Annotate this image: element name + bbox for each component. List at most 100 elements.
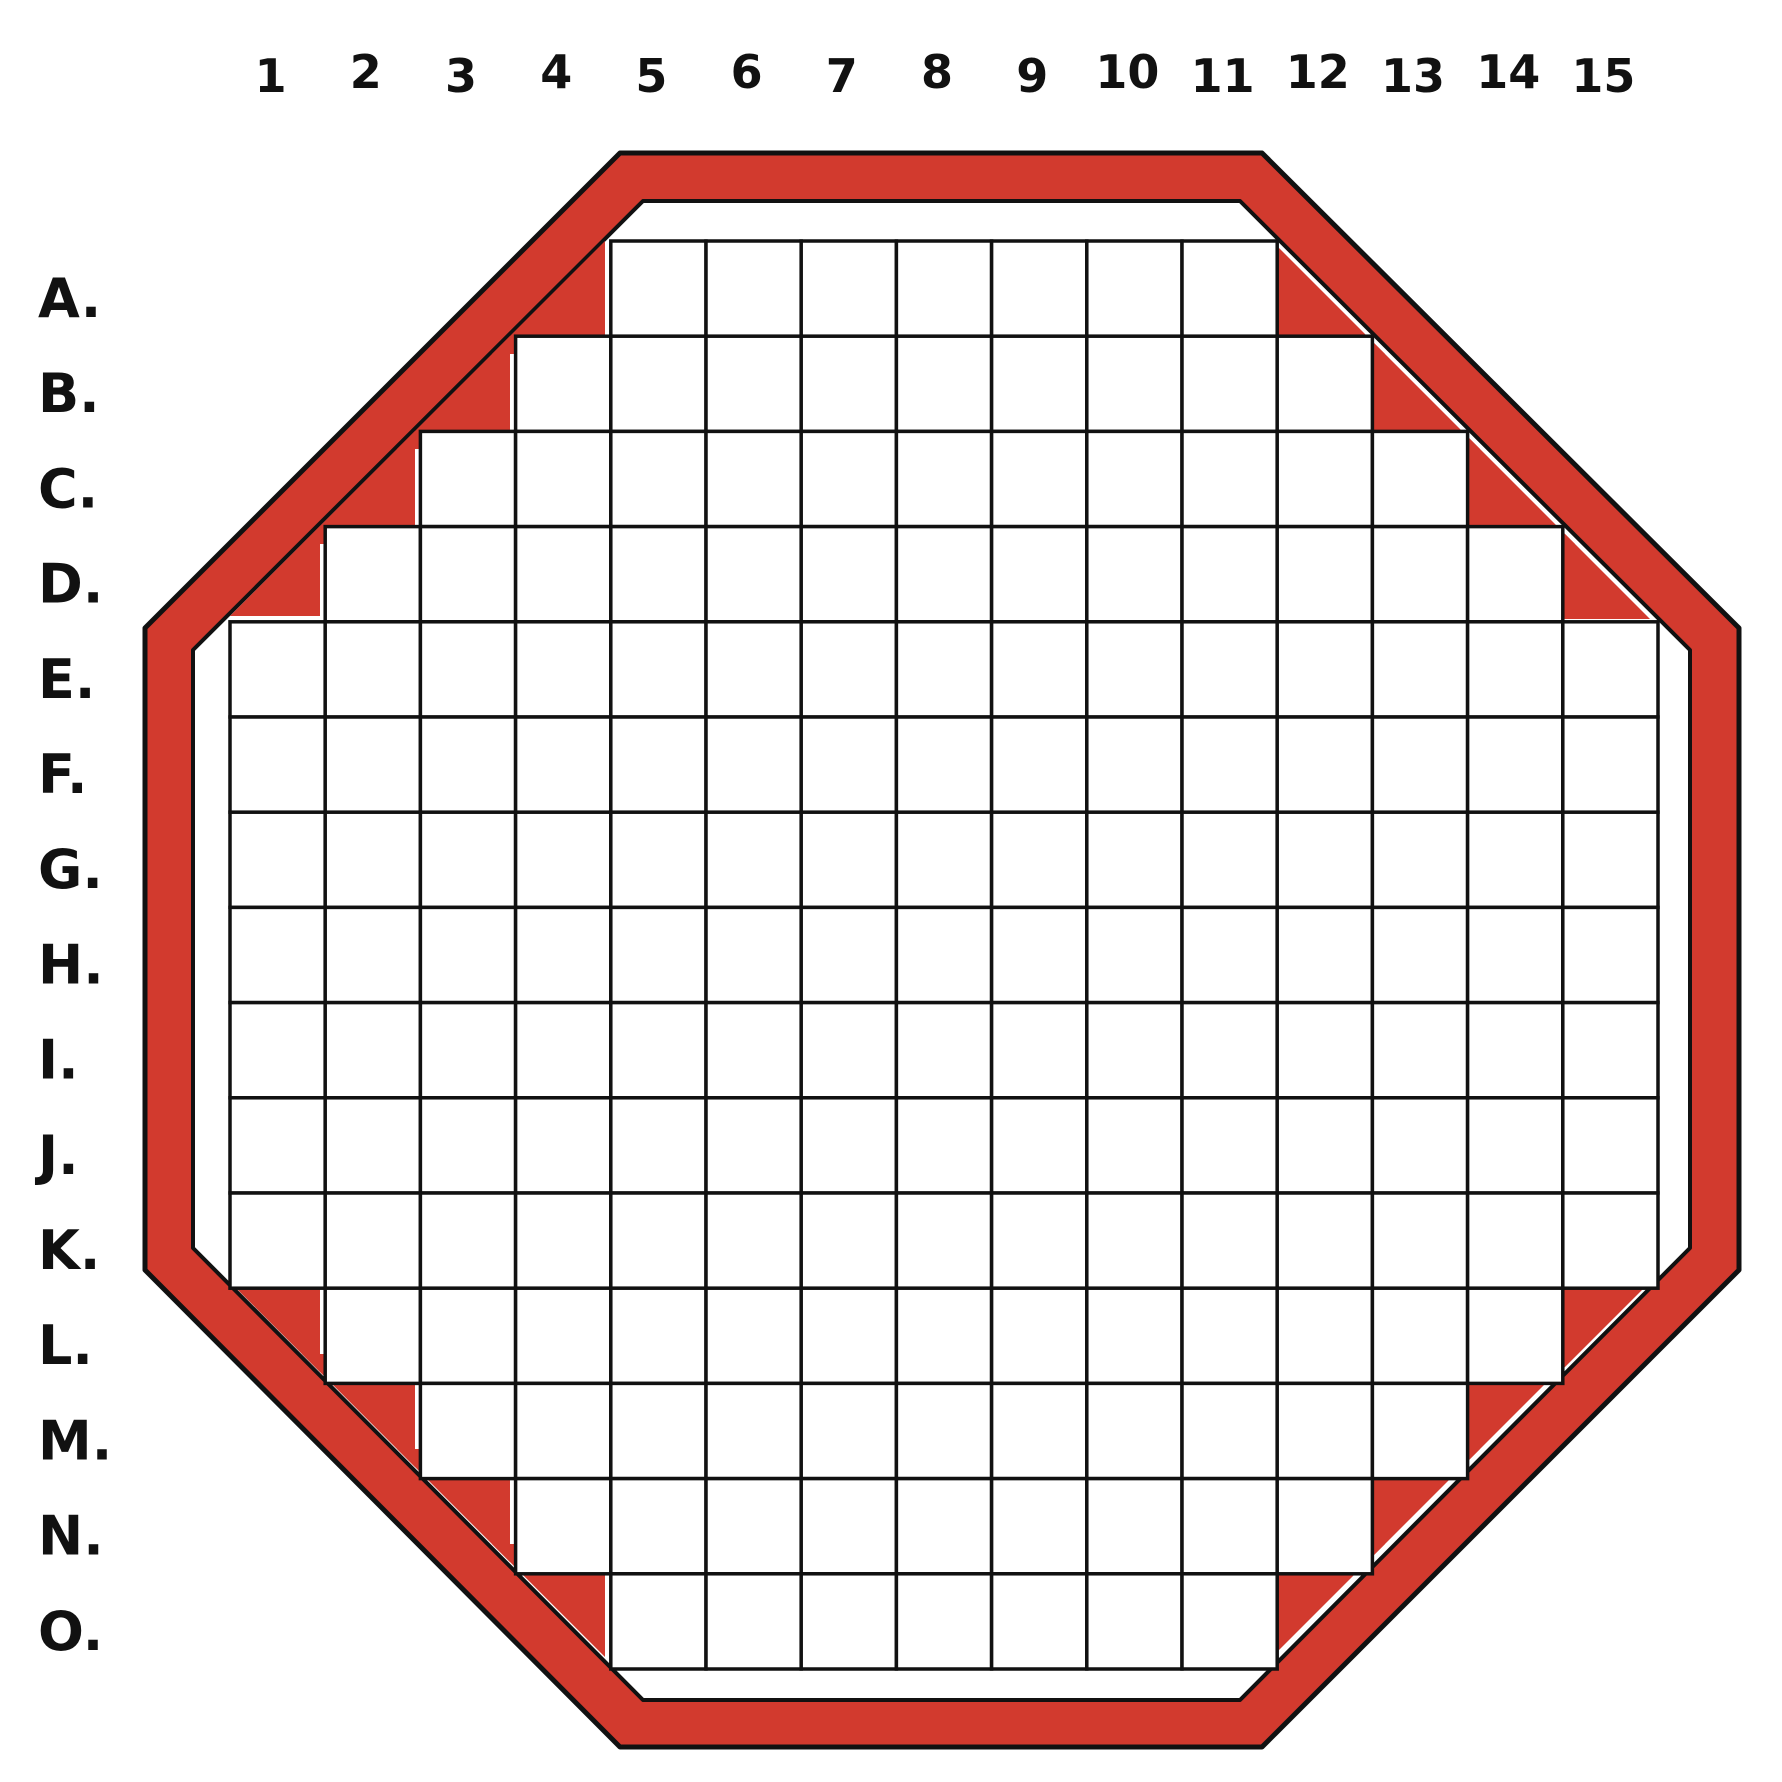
cell-k-9[interactable]: [989, 1191, 1089, 1290]
cell-g-2[interactable]: [323, 810, 423, 910]
cell-e-4[interactable]: [513, 620, 613, 719]
cell-l-5[interactable]: [609, 1286, 708, 1386]
cell-n-6[interactable]: [704, 1476, 803, 1576]
cell-i-12[interactable]: [1275, 1000, 1375, 1100]
cell-c-10[interactable]: [1085, 429, 1184, 529]
cell-f-2[interactable]: [323, 715, 423, 814]
cell-g-1[interactable]: [228, 810, 327, 910]
cell-i-14[interactable]: [1465, 1000, 1565, 1100]
cell-n-10[interactable]: [1085, 1476, 1184, 1576]
cell-m-6[interactable]: [704, 1381, 803, 1481]
cell-d-11[interactable]: [1180, 524, 1279, 624]
cell-f-15[interactable]: [1561, 715, 1660, 814]
cell-n-7[interactable]: [799, 1476, 899, 1576]
cell-f-11[interactable]: [1180, 715, 1279, 814]
cell-e-9[interactable]: [989, 620, 1089, 719]
cell-i-3[interactable]: [418, 1000, 518, 1100]
cell-h-6[interactable]: [704, 905, 803, 1005]
cell-h-2[interactable]: [323, 905, 423, 1005]
cell-f-1[interactable]: [228, 715, 327, 814]
cell-h-3[interactable]: [418, 905, 518, 1005]
cell-o-7[interactable]: [799, 1572, 899, 1671]
cell-g-10[interactable]: [1085, 810, 1184, 910]
cell-b-7[interactable]: [799, 334, 899, 434]
cell-h-13[interactable]: [1370, 905, 1470, 1005]
cell-f-12[interactable]: [1275, 715, 1375, 814]
cell-o-8[interactable]: [894, 1572, 994, 1671]
cell-l-9[interactable]: [989, 1286, 1089, 1386]
cell-d-8[interactable]: [894, 524, 994, 624]
cell-c-11[interactable]: [1180, 429, 1279, 529]
cell-m-12[interactable]: [1275, 1381, 1375, 1481]
cell-h-9[interactable]: [989, 905, 1089, 1005]
cell-g-11[interactable]: [1180, 810, 1279, 910]
cell-k-3[interactable]: [418, 1191, 518, 1290]
cell-e-5[interactable]: [609, 620, 708, 719]
cell-j-10[interactable]: [1085, 1096, 1184, 1195]
cell-i-8[interactable]: [894, 1000, 994, 1100]
cell-i-2[interactable]: [323, 1000, 423, 1100]
cell-i-15[interactable]: [1561, 1000, 1660, 1100]
cell-e-6[interactable]: [704, 620, 803, 719]
cell-h-5[interactable]: [609, 905, 708, 1005]
cell-l-3[interactable]: [418, 1286, 518, 1386]
cell-m-8[interactable]: [894, 1381, 994, 1481]
cell-b-4[interactable]: [513, 334, 613, 434]
cell-n-9[interactable]: [989, 1476, 1089, 1576]
cell-k-6[interactable]: [704, 1191, 803, 1290]
cell-g-5[interactable]: [609, 810, 708, 910]
cell-h-12[interactable]: [1275, 905, 1375, 1005]
cell-i-13[interactable]: [1370, 1000, 1470, 1100]
cell-j-6[interactable]: [704, 1096, 803, 1195]
cell-i-7[interactable]: [799, 1000, 899, 1100]
cell-b-11[interactable]: [1180, 334, 1279, 434]
cell-a-8[interactable]: [894, 239, 994, 338]
cell-b-12[interactable]: [1275, 334, 1375, 434]
cell-g-12[interactable]: [1275, 810, 1375, 910]
cell-e-10[interactable]: [1085, 620, 1184, 719]
cell-e-2[interactable]: [323, 620, 423, 719]
cell-i-9[interactable]: [989, 1000, 1089, 1100]
cell-g-6[interactable]: [704, 810, 803, 910]
cell-j-3[interactable]: [418, 1096, 518, 1195]
cell-h-15[interactable]: [1561, 905, 1660, 1005]
cell-e-14[interactable]: [1465, 620, 1565, 719]
cell-l-7[interactable]: [799, 1286, 899, 1386]
cell-f-5[interactable]: [609, 715, 708, 814]
cell-c-7[interactable]: [799, 429, 899, 529]
cell-o-9[interactable]: [989, 1572, 1089, 1671]
cell-l-13[interactable]: [1370, 1286, 1470, 1386]
cell-o-5[interactable]: [609, 1572, 708, 1671]
cell-i-4[interactable]: [513, 1000, 613, 1100]
cell-k-5[interactable]: [609, 1191, 708, 1290]
cell-k-11[interactable]: [1180, 1191, 1279, 1290]
cell-b-9[interactable]: [989, 334, 1089, 434]
cell-i-5[interactable]: [609, 1000, 708, 1100]
cell-d-10[interactable]: [1085, 524, 1184, 624]
cell-i-1[interactable]: [228, 1000, 327, 1100]
cell-l-12[interactable]: [1275, 1286, 1375, 1386]
cell-c-8[interactable]: [894, 429, 994, 529]
cell-i-10[interactable]: [1085, 1000, 1184, 1100]
cell-g-8[interactable]: [894, 810, 994, 910]
cell-m-3[interactable]: [418, 1381, 518, 1481]
cell-l-8[interactable]: [894, 1286, 994, 1386]
cell-h-11[interactable]: [1180, 905, 1279, 1005]
cell-b-8[interactable]: [894, 334, 994, 434]
cell-f-13[interactable]: [1370, 715, 1470, 814]
cell-m-13[interactable]: [1370, 1381, 1470, 1481]
cell-j-4[interactable]: [513, 1096, 613, 1195]
cell-d-9[interactable]: [989, 524, 1089, 624]
cell-g-7[interactable]: [799, 810, 899, 910]
cell-m-9[interactable]: [989, 1381, 1089, 1481]
cell-f-6[interactable]: [704, 715, 803, 814]
cell-m-10[interactable]: [1085, 1381, 1184, 1481]
cell-n-4[interactable]: [513, 1476, 613, 1576]
cell-o-6[interactable]: [704, 1572, 803, 1671]
cell-k-8[interactable]: [894, 1191, 994, 1290]
cell-a-5[interactable]: [609, 239, 708, 338]
cell-i-6[interactable]: [704, 1000, 803, 1100]
cell-l-11[interactable]: [1180, 1286, 1279, 1386]
cell-h-10[interactable]: [1085, 905, 1184, 1005]
cell-k-13[interactable]: [1370, 1191, 1470, 1290]
